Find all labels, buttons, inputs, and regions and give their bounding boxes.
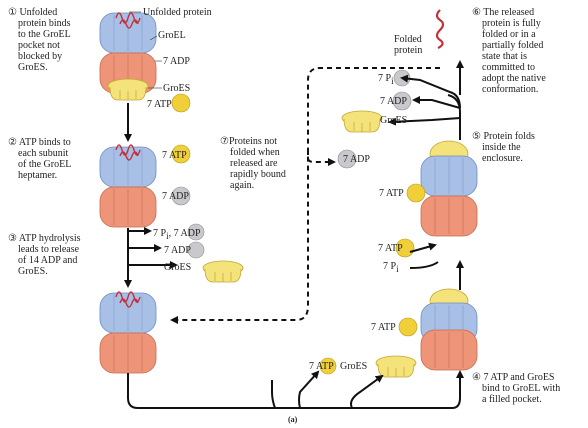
atp-ball (319, 357, 337, 375)
atp-label: 7 ATP (379, 188, 404, 199)
atp-label: 7 ATP (371, 322, 396, 333)
groel-complex-3 (99, 291, 157, 374)
folded-protein-label: Folded protein (394, 34, 423, 56)
pi-label: 7 Pi (378, 73, 394, 86)
adp-label: 7 ADP (163, 56, 190, 67)
atp-ball (406, 183, 426, 203)
pi-label: 7 Pi (383, 261, 399, 274)
groes-label: GroES (164, 262, 192, 273)
groes-label: GroES (380, 115, 408, 126)
released-groes (202, 260, 244, 283)
step-7-text: ⑦Proteins not folded when released are r… (220, 136, 286, 191)
adp-ball (187, 241, 205, 259)
groel-complex-2 (99, 144, 157, 228)
atp-label: 7 ATP (309, 361, 334, 372)
groes-label: GroES (163, 83, 191, 94)
atp-label: 7 ATP (147, 99, 172, 110)
step-2-text: ② ATP binds to each subunit of the GroEL… (8, 137, 72, 181)
atp-ball (398, 317, 418, 337)
adp-label: 7 ADP (380, 96, 407, 107)
adp-ball (187, 223, 205, 241)
step-3-text: ③ ATP hydrolysis leads to release of 14 … (8, 233, 81, 277)
arrows (124, 60, 464, 409)
atp-ball (171, 144, 191, 164)
adp-label: 7 ADP (164, 245, 191, 256)
figure-caption: (a) (288, 415, 298, 424)
incoming-groes (375, 355, 417, 378)
pi-adp-label: 7 Pi, 7 ADP (153, 228, 201, 241)
adp-ball (171, 186, 191, 206)
atp-label: 7 ATP (162, 150, 187, 161)
adp-ball (337, 149, 357, 169)
adp-label: 7 ADP (343, 154, 370, 165)
groel-complex-folding (420, 140, 478, 237)
groel-label: GroEL (158, 30, 186, 41)
groel-complex-1 (99, 12, 157, 101)
atp-ball (395, 238, 415, 258)
step-4-text: ④ 7 ATP and GroES bind to GroEL with a f… (472, 372, 561, 405)
groel-complex-binding (420, 288, 478, 371)
atp-ball (171, 93, 191, 113)
adp-label: 7 ADP (162, 191, 189, 202)
step-5-text: ⑤ Protein folds inside the enclosure. (472, 131, 535, 164)
groes-label: GroES (340, 361, 368, 372)
step-1-text: ① Unfolded protein binds to the GroEL po… (8, 7, 71, 73)
unfolded-protein-label: Unfolded protein (143, 7, 212, 18)
adp-ball (392, 91, 412, 111)
folded-protein-helix (435, 9, 445, 49)
released-groes (341, 110, 383, 133)
step-6-text: ⑥ The released protein is fully folded o… (472, 7, 546, 95)
atp-label: 7 ATP (378, 243, 403, 254)
dashed-arrow (170, 67, 440, 324)
